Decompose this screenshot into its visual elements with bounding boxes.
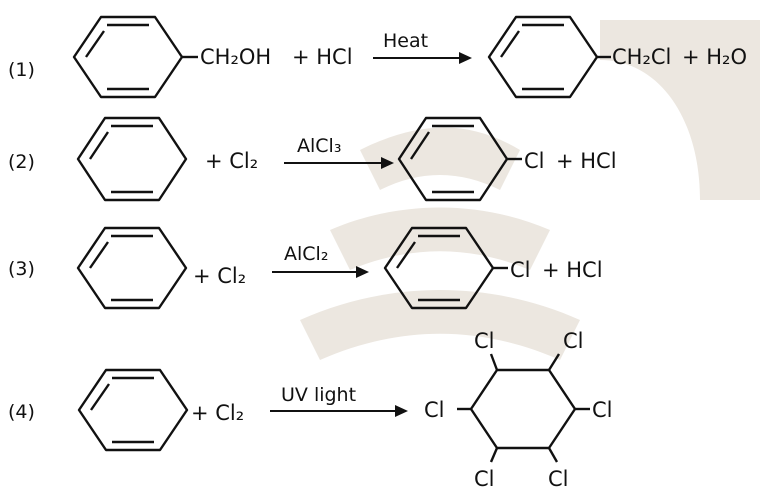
reaction-condition: UV light [281, 384, 356, 406]
reaction-label: (4) [8, 401, 35, 423]
benzene-ring-icon [383, 226, 495, 310]
benzene-ring-icon [397, 116, 509, 202]
benzene-ring-icon [77, 368, 189, 452]
ring-substituent: Cl [563, 329, 584, 353]
product-coproduct: + HCl [542, 258, 603, 282]
reaction-condition: Heat [383, 30, 428, 52]
reaction-arrow-icon [270, 405, 408, 417]
product-substituent: Cl [510, 258, 531, 282]
reaction-arrow-icon [284, 157, 394, 169]
cyclohexane-ring-icon [457, 353, 590, 463]
reaction-2: (2) + Cl₂ AlCl₃ Cl + HCl [8, 116, 617, 202]
benzene-ring-icon [76, 226, 188, 310]
product-coproduct: + HCl [556, 149, 617, 173]
product-coproduct: + H₂O [682, 45, 747, 69]
ring-substituent: Cl [548, 467, 569, 491]
ring-substituent: Cl [592, 398, 613, 422]
benzene-ring-icon [72, 15, 184, 99]
reaction-arrow-icon [272, 266, 369, 278]
reagent: + Cl₂ [205, 149, 258, 173]
reaction-3: (3) + Cl₂ AlCl₂ Cl + HCl [8, 226, 603, 310]
reaction-condition: AlCl₃ [297, 135, 341, 157]
reaction-condition: AlCl₂ [284, 243, 328, 265]
product-substituent: CH₂Cl [612, 45, 671, 69]
reactant-coreagent: + HCl [292, 45, 353, 69]
ring-substituent: Cl [474, 329, 495, 353]
reaction-label: (1) [8, 59, 35, 81]
reaction-4: (4) + Cl₂ UV light Cl Cl Cl Cl Cl Cl [8, 329, 613, 491]
benzene-ring-icon [487, 15, 599, 99]
reaction-arrow-icon [373, 52, 472, 64]
reagent: + Cl₂ [191, 401, 244, 425]
reaction-1: (1) CH₂OH + HCl Heat CH₂Cl + H₂O [8, 15, 747, 99]
product-substituent: Cl [524, 149, 545, 173]
reactant-substituent: CH₂OH [200, 45, 271, 69]
ring-substituent: Cl [474, 467, 495, 491]
reagent: + Cl₂ [193, 264, 246, 288]
benzene-ring-icon [76, 116, 188, 202]
ring-substituent: Cl [424, 398, 445, 422]
watermark-graphic [300, 20, 760, 360]
reaction-label: (3) [8, 258, 35, 280]
reaction-label: (2) [8, 151, 35, 173]
